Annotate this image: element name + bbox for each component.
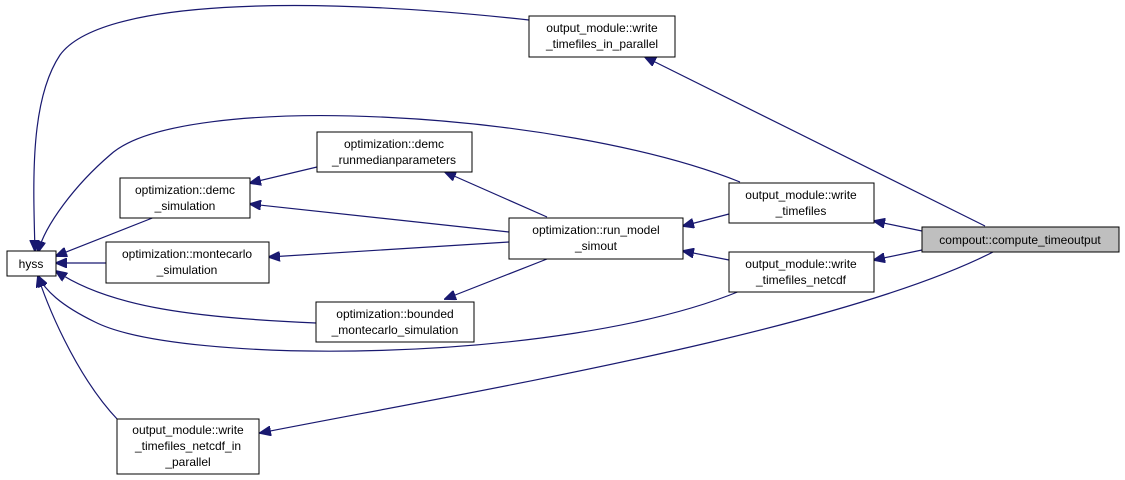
node-label-line: output_module::write: [546, 21, 658, 35]
node-label-line: optimization::bounded: [336, 307, 453, 321]
node-label-line: optimization::run_model: [532, 223, 659, 237]
node-label-line: _timefiles: [775, 204, 827, 218]
edge-run-model-to-montecarlo-simulation: [269, 241, 510, 257]
node-label-line: output_module::write: [745, 188, 857, 202]
edge-run-model-to-bounded-montecarlo: [445, 258, 548, 299]
edge-write-timefiles-netcdf-to-hyss: [38, 276, 741, 352]
node-label-line: _timefiles_netcdf_in: [134, 439, 241, 453]
edge-run-model-to-demc-simulation: [250, 204, 510, 233]
node-demc-simulation[interactable]: optimization::demc _simulation: [119, 177, 251, 219]
edge-demc-simulation-to-hyss: [56, 214, 161, 256]
node-label-line: compout::compute_timeoutput: [939, 233, 1101, 247]
node-label-line: _runmedianparameters: [331, 153, 456, 167]
edge-demc-runmedianparameters-to-demc-simulation: [250, 166, 318, 183]
node-label-line: output_module::write: [745, 257, 857, 271]
node-label-line: _simulation: [156, 263, 218, 277]
edge-write-timefiles-to-hyss: [38, 115, 741, 252]
node-run-model-simout[interactable]: optimization::run_model _simout: [508, 217, 684, 260]
node-label-line: _montecarlo_simulation: [331, 323, 459, 337]
node-label-line: _timefiles_in_parallel: [545, 37, 658, 51]
node-label-line: hyss: [19, 257, 44, 271]
node-compute-timeoutput[interactable]: compout::compute_timeoutput: [921, 226, 1120, 253]
edge-compute-to-write-timefiles-netcdf-in-parallel: [260, 251, 994, 433]
node-label-line: output_module::write: [132, 423, 244, 437]
node-write-timefiles[interactable]: output_module::write _timefiles: [728, 182, 875, 224]
edge-bounded-montecarlo-to-hyss: [56, 271, 317, 324]
node-demc-runmedianparameters[interactable]: optimization::demc _runmedianparameters: [316, 131, 473, 173]
edge-write-timefiles-netcdf-in-parallel-to-hyss: [38, 276, 119, 421]
node-label-line: _simout: [574, 239, 618, 253]
edge-compute-to-write-timefiles-netcdf: [874, 249, 923, 260]
node-write-timefiles-netcdf-in-parallel[interactable]: output_module::write _timefiles_netcdf_i…: [116, 418, 260, 475]
node-label-line: optimization::demc: [135, 183, 235, 197]
edge-write-timefiles-netcdf-to-run-model: [683, 251, 730, 261]
edge-run-model-to-demc-runmedianparameters: [445, 172, 548, 218]
node-bounded-montecarlo-simulation[interactable]: optimization::bounded _montecarlo_simula…: [315, 301, 475, 343]
edge-write-timefiles-to-run-model: [683, 213, 730, 226]
node-label-line: _timefiles_netcdf: [755, 273, 847, 287]
node-label-line: optimization::montecarlo: [122, 247, 252, 261]
node-label-line: _parallel: [164, 455, 210, 469]
node-write-timefiles-in-parallel[interactable]: output_module::write _timefiles_in_paral…: [528, 15, 676, 58]
edge-compute-to-write-timefiles: [874, 221, 923, 232]
edge-compute-to-write-timefiles-in-parallel: [645, 57, 986, 227]
node-label-line: optimization::demc: [344, 137, 444, 151]
node-hyss[interactable]: hyss: [6, 250, 57, 277]
node-label-line: _simulation: [154, 199, 216, 213]
edge-write-timefiles-in-parallel-to-hyss: [34, 5, 530, 251]
node-montecarlo-simulation[interactable]: optimization::montecarlo _simulation: [105, 241, 270, 284]
node-write-timefiles-netcdf[interactable]: output_module::write _timefiles_netcdf: [728, 251, 875, 293]
